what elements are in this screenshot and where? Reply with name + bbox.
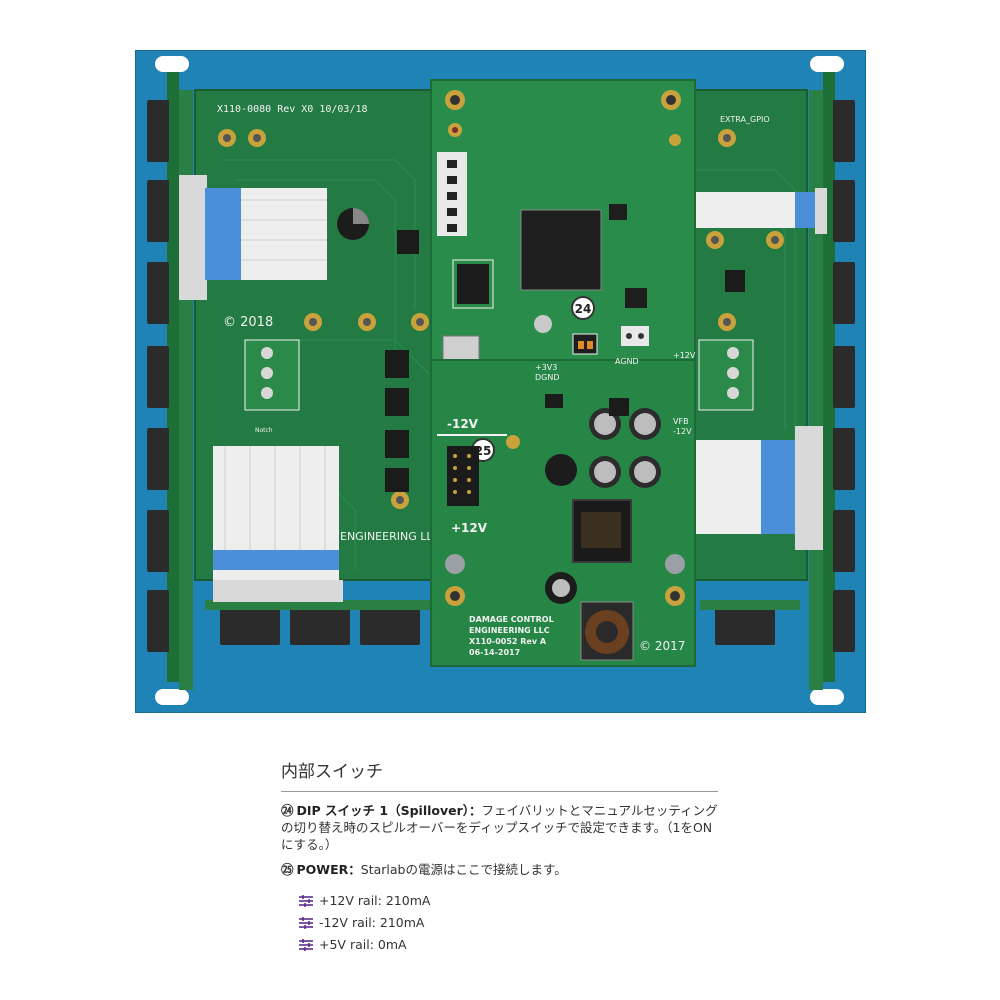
dip-switch <box>572 333 598 355</box>
minus12v-label: -12V <box>447 417 479 431</box>
marker-24-text: 24 <box>575 302 592 316</box>
list-item: -12V rail: 210mA <box>299 912 718 934</box>
minus12v-small-label: -12V <box>673 427 692 436</box>
cpu-daughterboard: 24 <box>430 79 696 377</box>
microcontroller-chip <box>520 209 602 291</box>
vfb-label: VFB <box>673 417 689 426</box>
extra-gpio-label: EXTRA_GPIO <box>720 115 770 124</box>
power-header <box>447 446 479 506</box>
copyright-2018-label: © 2018 <box>223 315 273 330</box>
power-rail-list: +12V rail: 210mA -12V rail: 210mA +5V ra… <box>299 890 718 956</box>
list-item: +5V rail: 0mA <box>299 934 718 956</box>
marker-24 <box>571 296 595 320</box>
left-jack-board <box>147 72 193 690</box>
main-board-ics <box>385 230 745 492</box>
list-item: +12V rail: 210mA <box>299 890 718 912</box>
copyright-2017-label: © 2017 <box>639 639 685 653</box>
dip-switch-text: フェイバリットとマニュアルセッティングの切り替え時のスピルオーバーをディップスイ… <box>281 803 718 852</box>
rail-label: +5V rail: 0mA <box>319 937 407 952</box>
power-rail-icon <box>299 895 313 907</box>
power-heading: POWER： <box>296 862 361 877</box>
power-board-label-3: X110-0052 Rev A <box>469 637 547 646</box>
plus12v-small-label: +12V <box>673 351 696 360</box>
product-photo: X110-0080 Rev X0 10/03/18 © 2018 EXTRA_G… <box>135 50 866 713</box>
agnd-label: AGND <box>615 357 639 366</box>
right-jack-board <box>809 72 855 690</box>
jack-headers <box>244 339 754 411</box>
power-board-label-4: 06-14-2017 <box>469 648 520 657</box>
ribbon-cable-bottom-left <box>213 446 343 602</box>
mounting-slots <box>155 56 844 705</box>
section-title: 内部スイッチ <box>281 762 383 782</box>
ribbon-cable-bottom-right <box>695 426 823 550</box>
section-divider <box>281 791 718 792</box>
ribbon-cable-top-left <box>179 175 327 300</box>
notch-label: Notch <box>255 427 273 434</box>
rail-label: +12V rail: 210mA <box>319 893 431 908</box>
filter-capacitors <box>545 408 661 604</box>
dgnd-label: DGND <box>535 373 560 382</box>
power-board-label-1: DAMAGE CONTROL <box>469 615 554 624</box>
item-marker-24: ㉔ <box>281 803 294 818</box>
rail-label: -12V rail: 210mA <box>319 915 425 930</box>
main-board-label: X110-0080 Rev X0 10/03/18 <box>217 104 368 115</box>
engineering-label: ENGINEERING LLC <box>340 530 440 543</box>
power-board-label-2: ENGINEERING LLC <box>469 626 550 635</box>
power-daughterboard: -12V +12V +3V3 DGND AGND +12V VFB -12V 2… <box>430 351 696 667</box>
plus3v3-label: +3V3 <box>535 363 557 372</box>
dip-switch-heading: DIP スイッチ 1（Spillover）： <box>296 803 482 818</box>
plus12v-label: +12V <box>451 521 488 535</box>
bottom-jacks <box>220 605 775 645</box>
power-text: Starlabの電源はここで接続します。 <box>360 862 567 877</box>
item-marker-25: ㉕ <box>281 862 294 877</box>
power-rail-icon <box>299 939 313 951</box>
power-rail-icon <box>299 917 313 929</box>
mounting-holes <box>218 129 784 509</box>
